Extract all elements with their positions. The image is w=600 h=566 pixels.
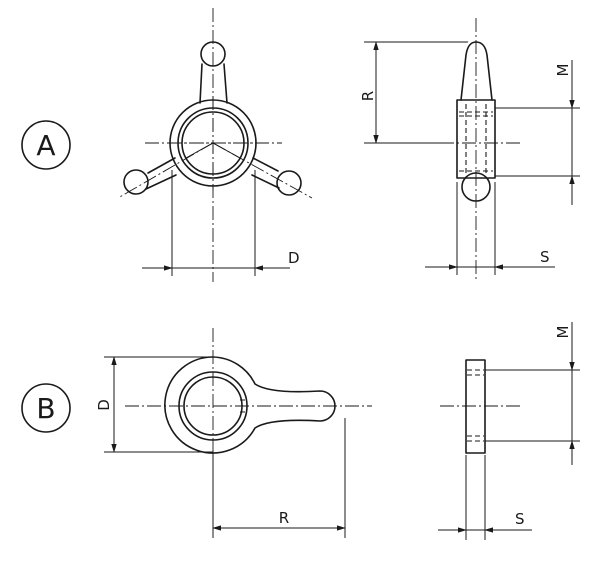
view-b-marker: B [21,383,71,433]
hub-inner-ring [178,371,248,441]
view-a-marker: A [21,120,71,170]
side-hub [456,99,496,179]
dim-r-label: R [279,509,289,527]
view-b-side: M S [438,322,580,540]
view-b-front: D R [95,328,372,538]
view-a-marker-label: A [36,129,55,162]
view-a-front: D [117,8,313,282]
marker-circle [21,383,71,433]
lever-outline [164,356,336,454]
dim-m-label: M [554,326,572,339]
view-b-marker-label: B [36,392,55,425]
right-spoke-ball [276,170,302,196]
top-spoke [199,63,228,104]
marker-circle [21,120,71,170]
side-ball-bottom [461,172,491,202]
view-a-side: R M S [359,18,580,282]
left-spoke [145,157,177,190]
dim-s-label: S [515,510,525,528]
dim-m-label: M [554,64,572,77]
right-spoke [251,157,280,189]
top-spoke-ball [200,41,226,67]
ring-tick [240,399,245,413]
bore [183,376,243,436]
dim-d-label: D [288,249,300,267]
left-spoke-ball [123,169,149,195]
spoke-axis-in-hub [185,142,241,159]
side-arm-top [460,41,493,101]
dim-s-label: S [540,248,550,266]
side-hub [465,359,486,454]
dim-d-label: D [95,399,113,411]
dim-r-label: R [359,91,377,101]
